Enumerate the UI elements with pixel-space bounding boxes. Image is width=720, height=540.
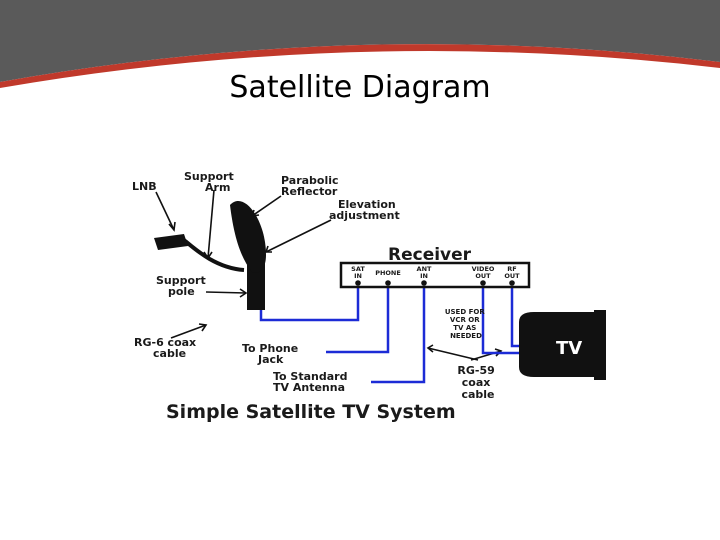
diagram-caption: Simple Satellite TV System bbox=[166, 401, 456, 423]
tv-label: TV bbox=[556, 338, 582, 359]
cable-video-out bbox=[481, 283, 521, 355]
receiver-port-label: PHONE bbox=[375, 269, 401, 277]
parabolic-reflector bbox=[230, 201, 266, 273]
to-antenna-label: To Standard TV Antenna bbox=[273, 370, 351, 394]
receiver-port-connector bbox=[480, 280, 486, 286]
elevation-adjustment-label: Elevation adjustment bbox=[329, 198, 400, 222]
tv-set: TV bbox=[519, 310, 606, 380]
cable-sat-in bbox=[259, 283, 360, 322]
cable-phone bbox=[326, 283, 390, 354]
receiver-port-connector bbox=[385, 280, 391, 286]
satellite-dish bbox=[154, 201, 266, 310]
receiver-port-connector bbox=[421, 280, 427, 286]
slide-title: Satellite Diagram bbox=[229, 70, 491, 105]
rg6-label: RG-6 coax cable bbox=[134, 336, 200, 360]
lnb-label: LNB bbox=[132, 180, 157, 193]
lnb-shape bbox=[154, 234, 188, 250]
receiver-port-connector bbox=[355, 280, 361, 286]
parabolic-reflector-label: Parabolic Reflector bbox=[281, 174, 342, 198]
cables bbox=[259, 283, 526, 384]
slide-header-band bbox=[0, 0, 720, 88]
support-pole-label: Support pole bbox=[156, 274, 210, 298]
rg59-label: RG-59 coax cable bbox=[457, 364, 498, 401]
support-arm-label: Support Arm bbox=[184, 170, 238, 194]
to-phone-label: To Phone Jack bbox=[242, 342, 302, 366]
cable-ant-in bbox=[371, 283, 426, 384]
receiver-port-connector bbox=[509, 280, 515, 286]
used-for-label: USED FOR VCR OR TV AS NEEDED bbox=[445, 308, 487, 340]
receiver-title: Receiver bbox=[388, 245, 472, 265]
support-arm bbox=[182, 238, 245, 272]
